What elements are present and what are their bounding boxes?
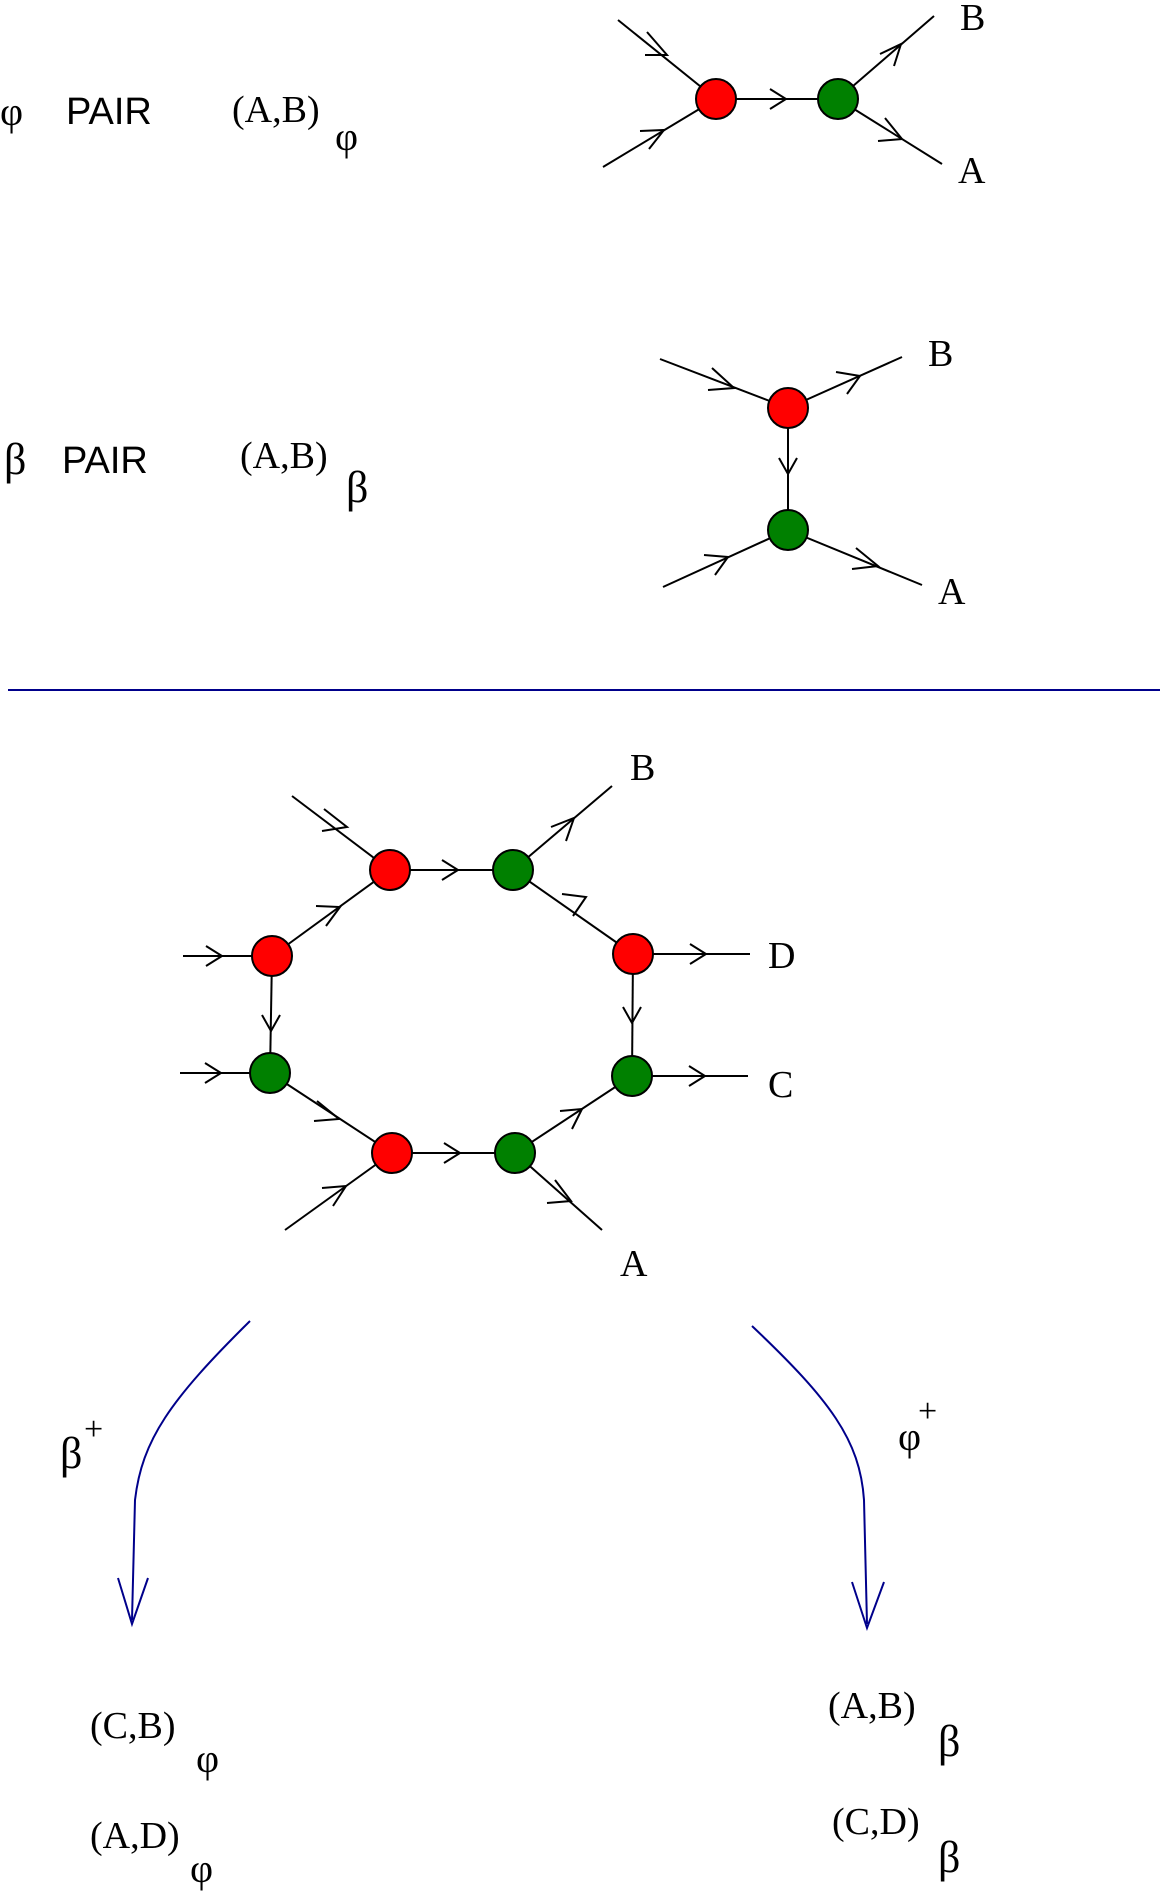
arrowhead — [204, 1062, 223, 1084]
right-result-2-expr: (C,D) — [832, 1801, 920, 1843]
phi-out-edge-b — [837, 15, 935, 100]
ring-label-a: A — [620, 1243, 648, 1285]
green-node — [767, 509, 809, 551]
green-node — [492, 849, 534, 891]
right-result-2-subscript: β — [938, 1833, 960, 1882]
arrowhead — [441, 859, 460, 881]
arrowhead — [443, 1142, 462, 1164]
ring-label-c: C — [768, 1064, 793, 1106]
arrowhead — [546, 1179, 573, 1204]
beta-end-label-a: A — [938, 571, 966, 613]
arrowhead — [315, 905, 342, 927]
arrowhead — [688, 1065, 707, 1087]
arrowhead — [622, 1006, 642, 1026]
left-branch-superscript: + — [84, 1411, 103, 1448]
phi-pair-expr: (A,B) — [232, 89, 320, 131]
beta-pair-subscript: β — [346, 463, 368, 512]
phi-end-label-a: A — [958, 150, 986, 192]
arrowhead — [703, 554, 730, 576]
left-result-1-subscript: φ — [196, 1736, 219, 1781]
arrowhead — [835, 371, 862, 395]
red-node — [369, 849, 411, 891]
arrowhead — [851, 547, 881, 570]
arrowhead — [321, 808, 350, 832]
phi-pair-caption: φ PAIR (A,B) φ — [0, 89, 358, 159]
ring-in-edge — [284, 1152, 393, 1231]
right-branch-operator: φ — [898, 1414, 921, 1459]
arrowhead — [550, 816, 576, 842]
red-node — [767, 387, 809, 429]
green-node — [494, 1132, 536, 1174]
phi-in-edge-bottom — [602, 98, 717, 168]
beta-pair-expr: (A,B) — [240, 435, 328, 477]
arrowhead — [769, 88, 788, 110]
red-node — [251, 935, 293, 977]
arrowhead — [707, 367, 737, 391]
phi-end-label-b: B — [960, 0, 985, 39]
green-node — [817, 78, 859, 120]
red-node — [695, 78, 737, 120]
green-node — [249, 1052, 291, 1094]
right-branch: φ + (A,B) β (C,D) β — [751, 1325, 960, 1882]
phi-pair-graph: B A — [602, 0, 986, 192]
left-branch-operator: β — [60, 1429, 82, 1478]
arrowhead — [639, 128, 667, 150]
ring-edge — [512, 869, 634, 955]
arrowhead — [689, 943, 708, 965]
ring-label-b: B — [630, 747, 655, 789]
right-result-1-subscript: β — [938, 1717, 960, 1766]
beta-pair-graph: B A — [659, 333, 966, 613]
left-result-2-expr: (A,D) — [90, 1815, 180, 1857]
arrowhead — [645, 31, 670, 56]
arrowhead — [261, 1014, 281, 1034]
arrowhead — [879, 42, 903, 67]
red-node — [371, 1132, 413, 1174]
ring-out-edge-b — [512, 785, 613, 871]
beta-pair-caption: β PAIR (A,B) β — [4, 435, 368, 512]
green-node — [611, 1055, 653, 1097]
phi-pair-label: PAIR — [66, 91, 152, 133]
left-branch-arrow — [131, 1320, 251, 1621]
left-result-1-expr: (C,B) — [90, 1705, 176, 1747]
beta-in-edge-top — [659, 358, 789, 409]
arrowhead — [205, 945, 224, 967]
right-branch-arrowhead — [851, 1581, 885, 1632]
arrowhead — [313, 1100, 342, 1122]
beta-end-label-b: B — [928, 333, 953, 375]
arrowhead — [561, 893, 588, 917]
right-branch-superscript: + — [918, 1393, 937, 1430]
left-branch: β + (C,B) φ (A,D) φ — [60, 1320, 251, 1891]
phi-symbol: φ — [0, 89, 23, 134]
left-result-2-subscript: φ — [190, 1846, 213, 1891]
beta-out-edge-a — [787, 529, 923, 586]
right-result-1-expr: (A,B) — [828, 1685, 916, 1727]
arrowhead — [321, 1184, 348, 1207]
ring-graph: B D C A — [180, 747, 795, 1285]
red-node — [612, 933, 654, 975]
arrowhead — [778, 457, 798, 477]
ring-label-d: D — [768, 935, 795, 977]
arrowhead — [559, 1107, 584, 1130]
left-branch-arrowhead — [117, 1577, 149, 1628]
ring-edge — [271, 869, 391, 957]
phi-pair-subscript: φ — [335, 114, 358, 159]
right-branch-arrow — [751, 1325, 868, 1625]
beta-in-edge-bottom — [662, 529, 789, 588]
ring-edge — [514, 1075, 633, 1154]
arrowhead — [877, 117, 904, 142]
beta-symbol: β — [4, 435, 26, 484]
beta-pair-label: PAIR — [62, 440, 148, 482]
